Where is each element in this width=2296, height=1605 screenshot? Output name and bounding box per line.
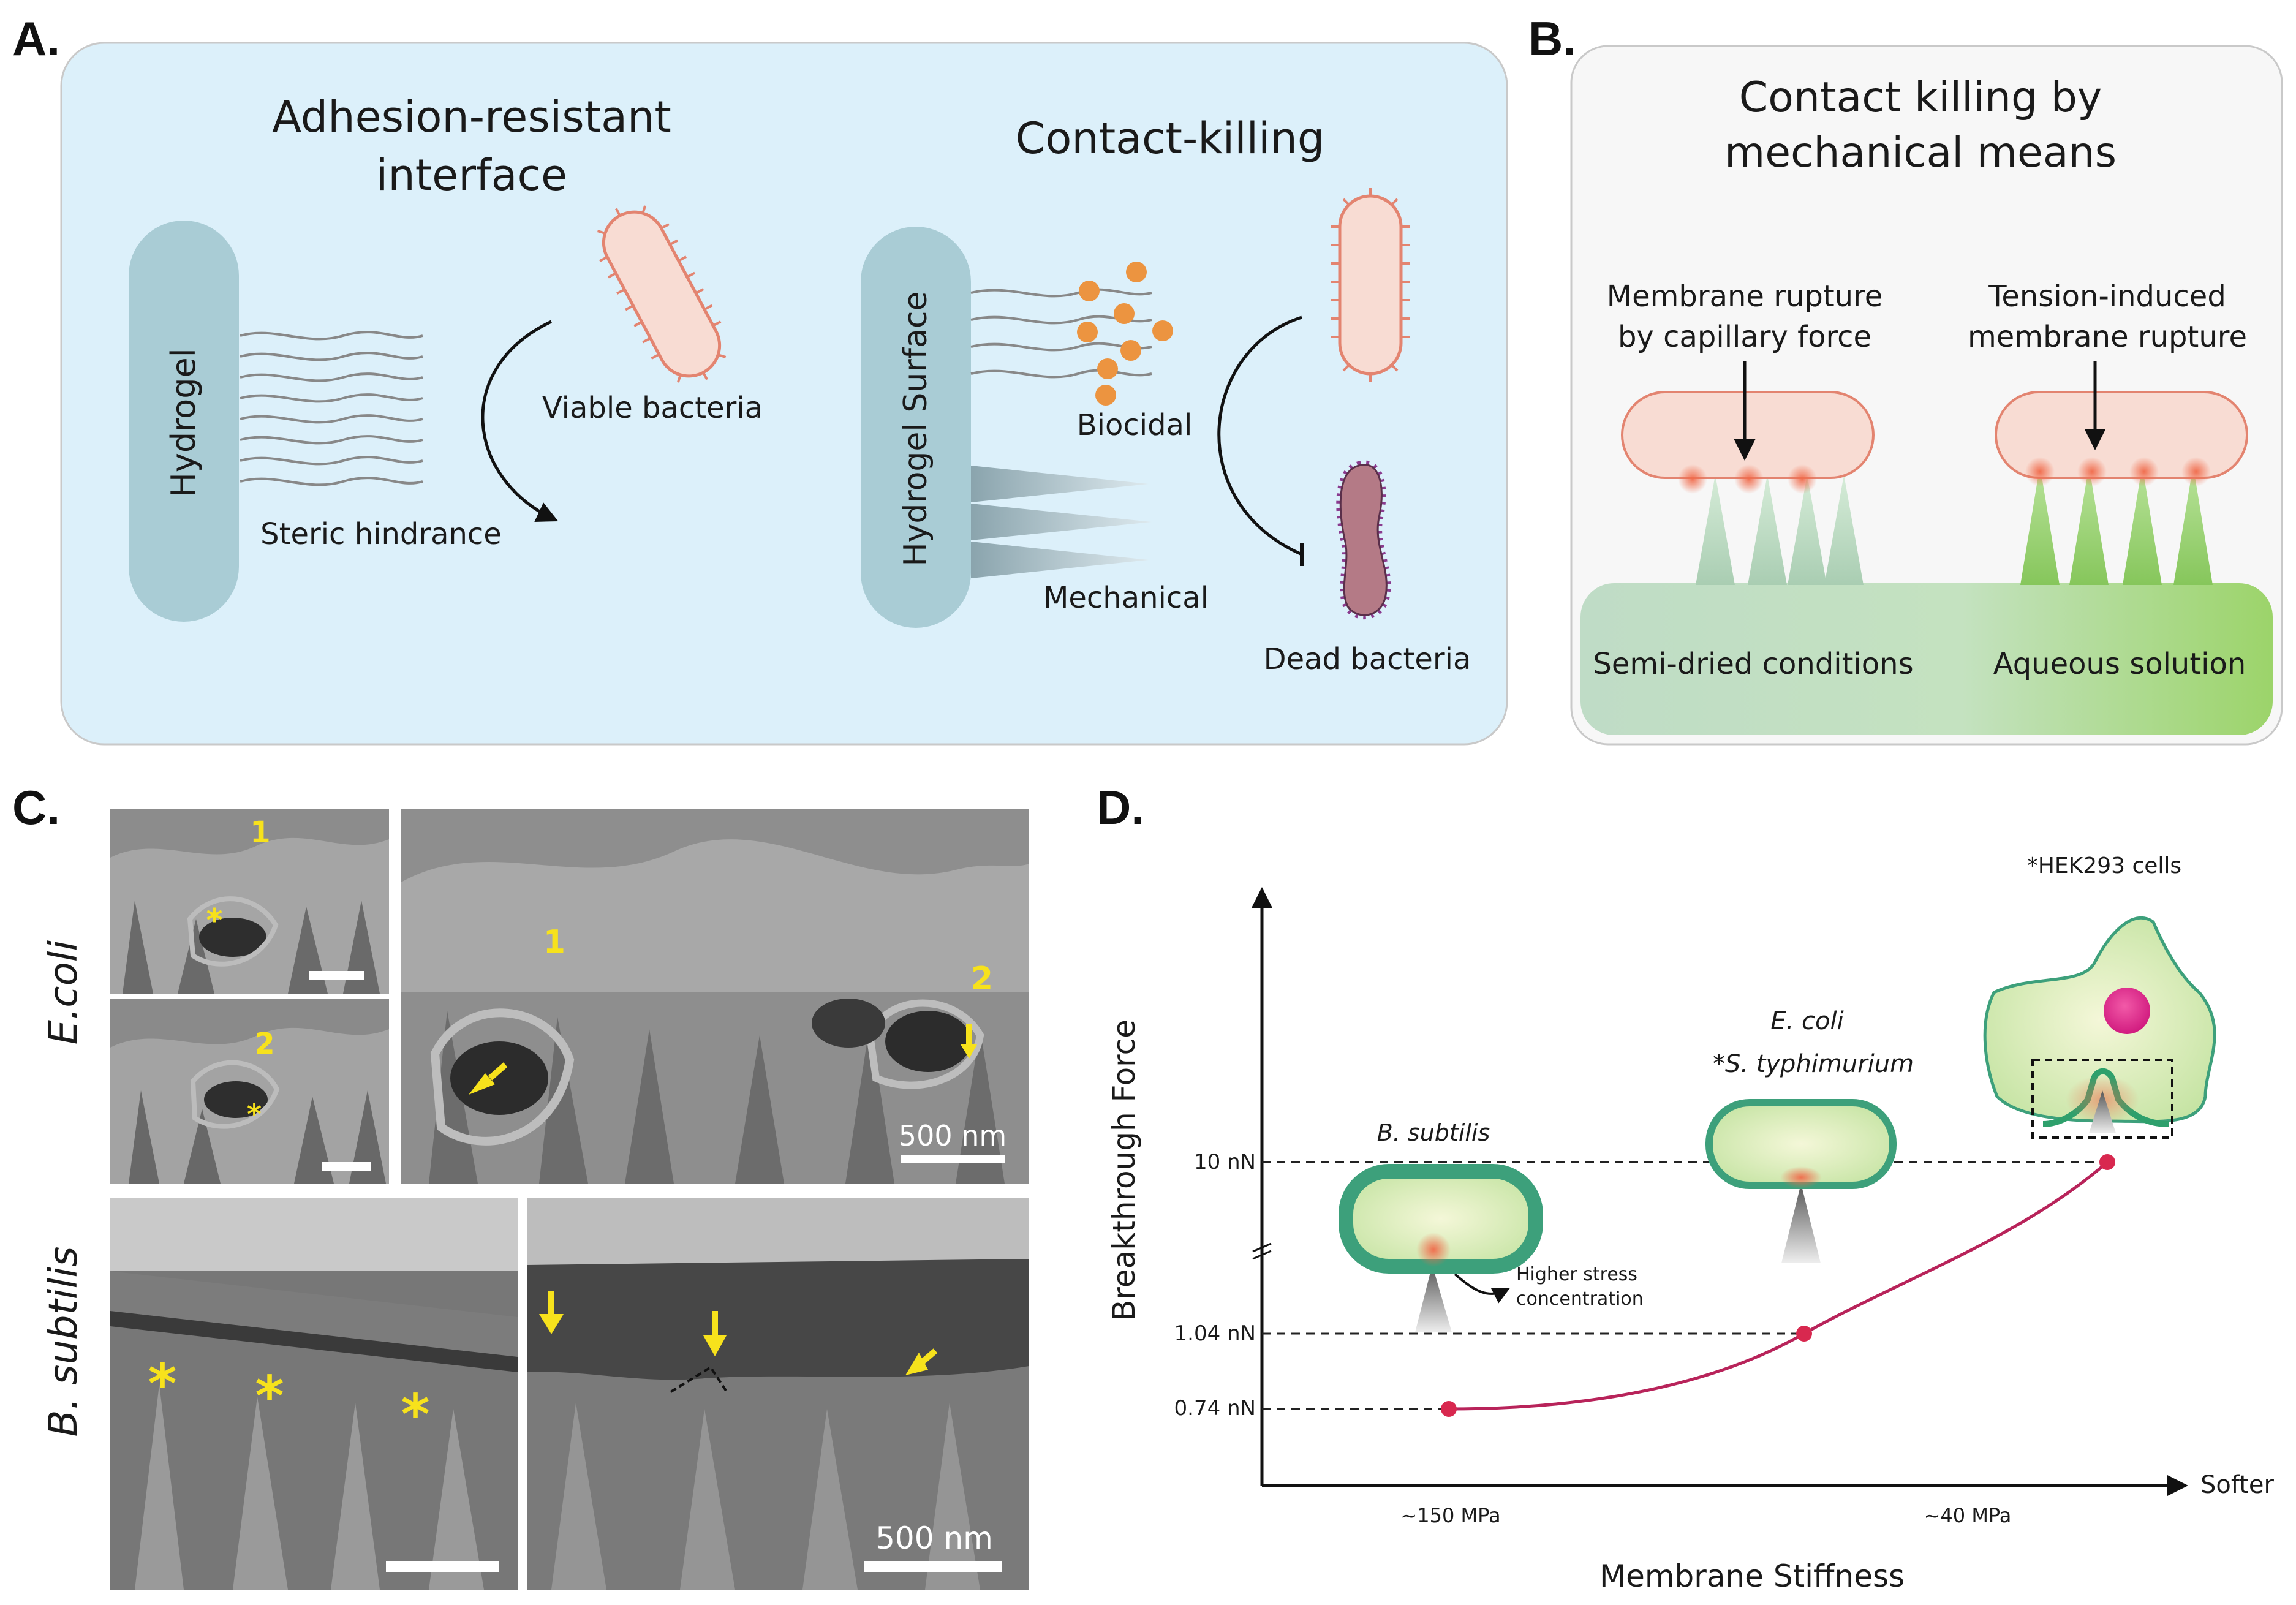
hydrogel-surface-label: Hydrogel Surface [897, 291, 934, 566]
sem4-asterisk-2: * [255, 1364, 284, 1429]
green-pillars [2020, 466, 2213, 585]
tension-caption-line2: membrane rupture [1968, 320, 2247, 354]
panel-d: D. Softer Breakthrough Force Membrane St… [1097, 780, 2275, 1594]
y-tick-0.74: 0.74 nN [1174, 1396, 1256, 1421]
contact-killing-title: Contact-killing [1016, 113, 1325, 164]
panel-c: C. E.coli B. subtilis 1 * 2 * [12, 780, 1029, 1590]
sem4-asterisk-3: * [401, 1383, 429, 1447]
panel-b-title-line2: mechanical means [1724, 129, 2117, 177]
substrate-base [1580, 583, 2273, 735]
semi-dried-label: Semi-dried conditions [1593, 647, 1913, 681]
mechanical-spikes [971, 466, 1152, 578]
steric-hindrance-label: Steric hindrance [260, 517, 502, 551]
bsubtilis-label: B. subtilis [1377, 1119, 1490, 1146]
pale-pillars [1696, 475, 1864, 585]
sem-bsub-2 [527, 1198, 1029, 1590]
sem5-arrow-1-icon [539, 1314, 564, 1334]
viable-bacterium-icon [597, 205, 727, 383]
repel-arrow [481, 320, 559, 522]
guide-lines [1262, 1161, 2107, 1410]
sem3-arrow-2-icon [961, 1044, 977, 1059]
hydrogel-surface-block [861, 227, 971, 628]
ecoli-label: E. coli [1770, 1007, 1843, 1035]
y-tick-10: 10 nN [1194, 1150, 1256, 1174]
adhesion-title-line2: interface [376, 150, 567, 200]
sem3-label-2: 2 [971, 961, 993, 997]
sem5-arrow-3-shaft [916, 1348, 938, 1367]
rupture-glows [1678, 457, 2211, 494]
sem-ecoli-large [401, 809, 1029, 1184]
bsubtilis-cell-icon [1339, 1164, 1543, 1332]
x-tick-40: ~40 MPa [1924, 1504, 2012, 1527]
killing-arrow [1217, 315, 1303, 556]
panel-d-letter: D. [1097, 780, 1144, 834]
panel-b: B. Contact killing by mechanical means M… [1528, 12, 2283, 746]
softer-label: Softer [2200, 1471, 2275, 1499]
sem5-scale-label: 500 nm [875, 1520, 993, 1556]
adhesion-title-line1: Adhesion-resistant [272, 92, 671, 142]
ecoli-row-label: E.coli [41, 940, 86, 1044]
sem3-scale-label: 500 nm [899, 1119, 1006, 1152]
styphimurium-label: *S. typhimurium [1713, 1050, 1914, 1078]
sem5-arrow-2-icon [703, 1335, 727, 1356]
dead-bacterium-icon [1336, 460, 1391, 619]
bsubtilis-row-label: B. subtilis [41, 1247, 86, 1437]
dead-bacteria-label: Dead bacteria [1264, 642, 1471, 676]
sem2-label-2: 2 [254, 1027, 274, 1061]
mechanical-label: Mechanical [1043, 581, 1209, 615]
panel-b-title-line1: Contact killing by [1739, 74, 2102, 122]
stress-label-line2: concentration [1516, 1288, 1644, 1310]
tension-caption-line1: Tension-induced [1988, 279, 2226, 314]
polymer-brushes [240, 331, 423, 486]
sem3-arrow-1-shaft [488, 1062, 508, 1081]
sem2-asterisk: * [247, 1098, 262, 1131]
panel-a-background [60, 42, 1508, 746]
y-axis-title: Breakthrough Force [1106, 1019, 1142, 1321]
nucleus-icon [2104, 988, 2150, 1034]
y-axis-break [1252, 1242, 1272, 1260]
hydrogel-block [129, 221, 239, 622]
viable-bacteria-label: Viable bacteria [542, 391, 763, 425]
x-axis-title: Membrane Stiffness [1599, 1558, 1905, 1594]
panel-c-letter: C. [12, 780, 60, 834]
breakthrough-curve [1448, 1161, 2109, 1411]
panel-a-letter: A. [12, 12, 60, 66]
ecoli-cell-icon [1705, 1099, 1897, 1263]
panel-b-letter: B. [1528, 12, 1576, 66]
tension-cell [1995, 391, 2248, 479]
point-ecoli [1796, 1326, 1812, 1342]
y-tick-1.04: 1.04 nN [1174, 1321, 1256, 1346]
sem4-asterisk-1: * [148, 1352, 176, 1416]
hek293-cell-icon [1983, 916, 2216, 1139]
sem-ecoli-small-1 [110, 809, 389, 994]
sem-ecoli-small-2 [110, 999, 389, 1184]
capillary-caption-line1: Membrane rupture [1607, 279, 1883, 314]
hek293-label: *HEK293 cells [2027, 853, 2181, 878]
sem1-label-1: 1 [250, 815, 270, 850]
sem-bsub-1 [110, 1198, 518, 1590]
stress-label-line1: Higher stress [1516, 1264, 1637, 1285]
x-tick-150: ~150 MPa [1400, 1504, 1500, 1527]
viable-bacterium-icon-2 [1331, 188, 1410, 382]
sem3-arrow-1-icon [469, 1073, 495, 1095]
biocidal-label: Biocidal [1077, 408, 1193, 442]
sem3-label-1: 1 [543, 924, 565, 961]
aqueous-label: Aqueous solution [1993, 647, 2246, 681]
capillary-caption-line2: by capillary force [1618, 320, 1871, 354]
point-hek293 [2099, 1154, 2115, 1170]
point-bsubtilis [1441, 1401, 1457, 1417]
panel-a: A. Adhesion-resistant interface Hydrogel… [12, 12, 1508, 746]
sem5-arrow-3-icon [905, 1353, 928, 1375]
stress-arrow [1454, 1273, 1511, 1304]
hydrogel-label: Hydrogel [164, 348, 203, 497]
biocide-particles [1077, 262, 1173, 406]
sem1-asterisk: * [206, 902, 222, 939]
